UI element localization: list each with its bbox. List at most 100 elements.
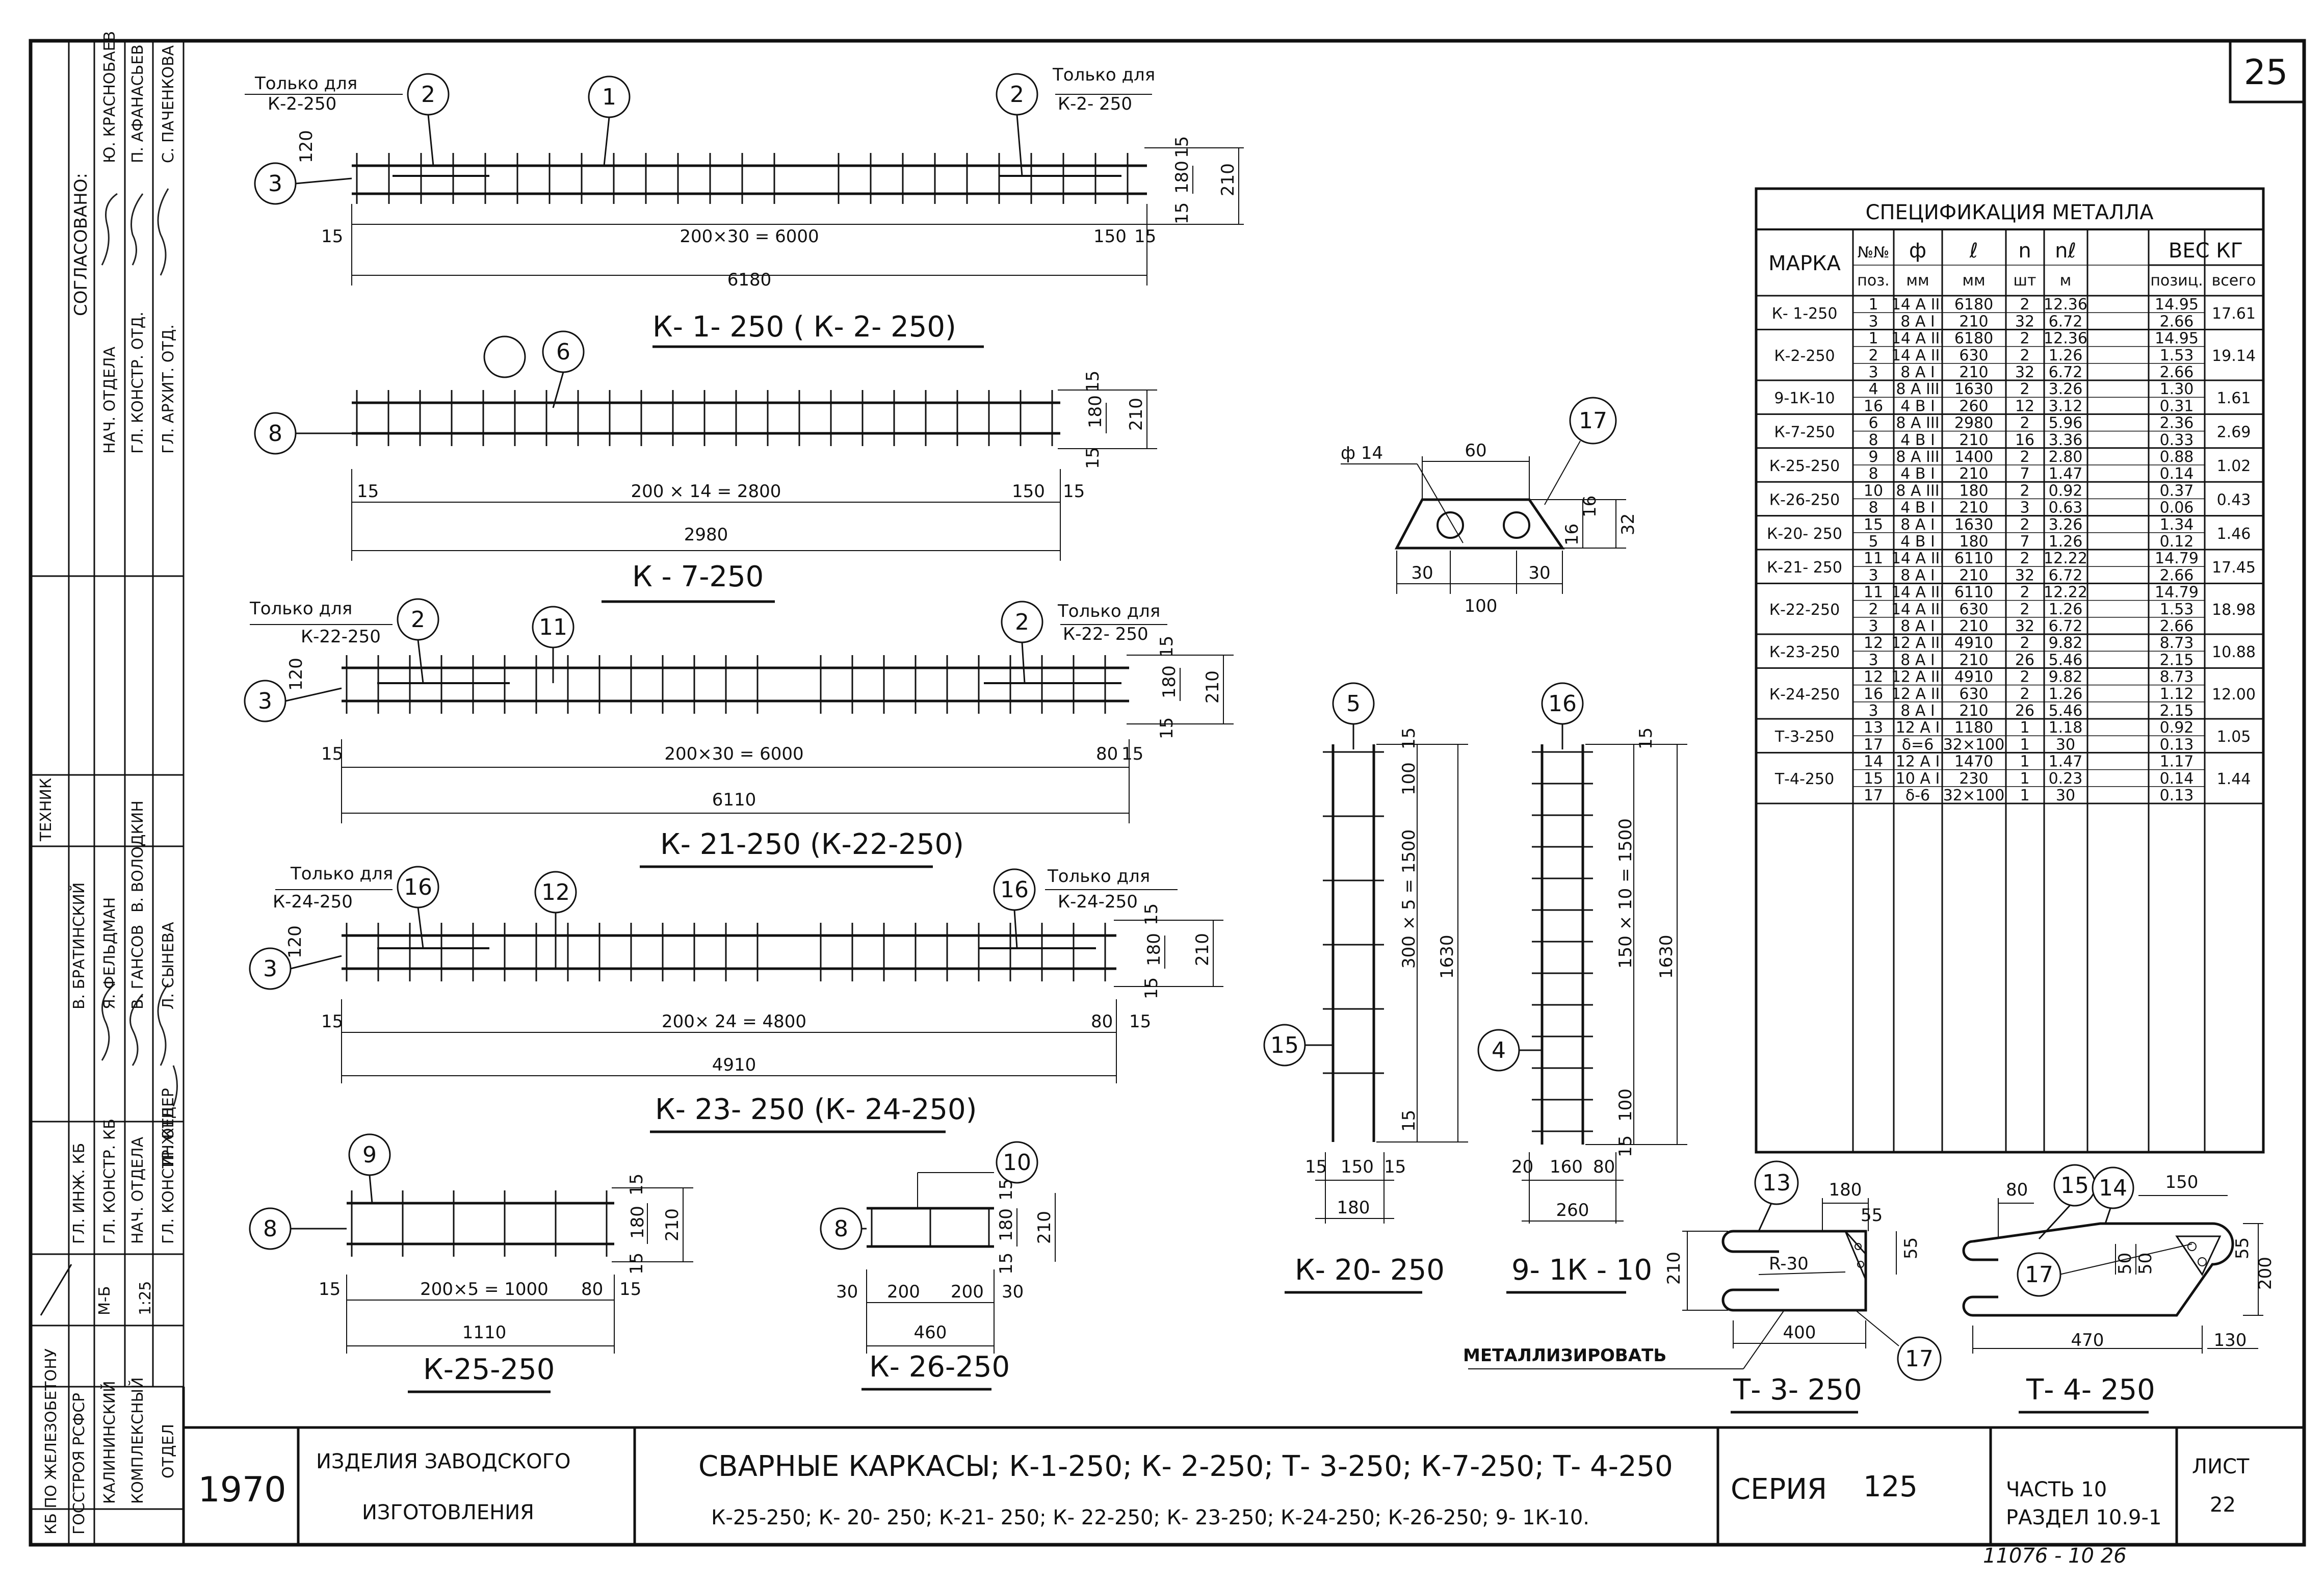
spec-cell: 15 — [1864, 770, 1883, 788]
spec-cell: 2 — [1868, 347, 1878, 365]
k23-only-left: Только для — [290, 864, 393, 884]
spec-header-pos-2: поз. — [1857, 272, 1889, 290]
k21-only-left-mark: К-22-250 — [301, 627, 381, 647]
agreed-name-3: С. ПАЧЕНКОВА — [160, 45, 177, 163]
k23-dim-h4: 15 — [1141, 977, 1162, 999]
k9-pos-2: 4 — [1492, 1037, 1506, 1063]
scale-value: 1:25 — [137, 1281, 154, 1315]
k21-dim-left: 15 — [321, 744, 343, 764]
k1-dim-main: 200×30 = 6000 — [680, 226, 819, 247]
t4-dim-55: 55 — [2232, 1237, 2253, 1259]
spec-cell: 0.33 — [2160, 431, 2194, 449]
spec-cell: 2 — [2020, 516, 2029, 534]
spec-cell: 12 — [2015, 397, 2034, 415]
spec-mark: К-21- 250 — [1767, 559, 1842, 577]
t4-pos-2: 14 — [2099, 1175, 2127, 1201]
k26-dim-4: 30 — [1002, 1282, 1024, 1302]
plate-dim-h2: 16 — [1562, 524, 1582, 546]
spec-cell: 1.18 — [2049, 719, 2083, 737]
plate-phi: ф 14 — [1341, 443, 1383, 463]
k21-dim-h2: 180 — [1159, 665, 1180, 698]
k1-pos-2: 2 — [421, 82, 435, 108]
k1-pos-4: 2 — [1010, 82, 1024, 108]
staff-name-1: В. БРАТИНСКИЙ — [70, 882, 88, 1009]
spec-cell: 210 — [1959, 617, 1988, 635]
k20-dim-v2: 100 — [1399, 762, 1419, 795]
spec-cell: 5 — [1868, 533, 1878, 551]
spec-cell: 1.26 — [2049, 601, 2083, 618]
spec-cell: 6.72 — [2049, 566, 2083, 584]
spec-cell: 2 — [2020, 550, 2029, 567]
k7-dim-right2: 15 — [1063, 481, 1085, 502]
t4-dim-470: 470 — [2071, 1330, 2104, 1351]
spec-cell: 2 — [2020, 668, 2029, 686]
spec-cell: 630 — [1959, 685, 1988, 703]
spec-cell: 210 — [1959, 566, 1988, 584]
spec-cell: 8 А III — [1896, 448, 1939, 466]
k23-pos-2: 16 — [404, 874, 432, 900]
spec-header-weight-pos: позиц. — [2150, 272, 2203, 290]
spec-cell: 0.37 — [2160, 482, 2194, 500]
t3-title: Т- 3- 250 — [1733, 1373, 1862, 1407]
agreed-role-1: НАЧ. ОТДЕЛА — [101, 346, 119, 454]
spec-cell: 8 А I — [1900, 702, 1935, 720]
spec-cell: 8 А I — [1900, 363, 1935, 381]
spec-cell: 14 А III — [1891, 584, 1944, 602]
k7-dim-left: 15 — [357, 481, 379, 502]
k25-dim-h2: 180 — [628, 1206, 648, 1239]
spec-cell: 1 — [2020, 770, 2029, 788]
k26-pos-2: 10 — [1003, 1150, 1031, 1176]
k26-dim-total: 460 — [914, 1322, 947, 1343]
t3-pos-2: 17 — [1905, 1346, 1934, 1372]
spec-cell: 6.72 — [2049, 617, 2083, 635]
t3-pos-1: 13 — [1762, 1170, 1791, 1196]
drawing-k1-250: Только для К-2-250 Только для К-2- 250 2… — [245, 65, 1244, 348]
spec-cell: 6180 — [1954, 296, 1993, 314]
spec-cell: 32 — [2015, 566, 2034, 584]
spec-mark: К-23-250 — [1769, 643, 1840, 661]
k20-dim-v5: 15 — [1399, 1110, 1419, 1132]
spec-cell: 0.14 — [2160, 770, 2194, 788]
k26-pos-1: 8 — [834, 1216, 848, 1242]
k23-only-left-mark: К-24-250 — [273, 892, 353, 912]
tb-series: 125 — [1863, 1470, 1918, 1503]
spec-cell: 2 — [2020, 584, 2029, 602]
spec-cell: 3.26 — [2049, 380, 2083, 398]
spec-cell: 8 А III — [1896, 414, 1939, 432]
tb-series-label: СЕРИЯ — [1731, 1473, 1827, 1506]
k1-dim-h3: 210 — [1218, 163, 1238, 196]
spec-cell: 180 — [1959, 482, 1988, 500]
tb-code: 11076 - 10 26 — [1983, 1544, 2127, 1568]
k23-dim-total: 4910 — [712, 1055, 756, 1075]
k21-pos-2: 2 — [411, 607, 425, 633]
spec-cell: 1630 — [1954, 516, 1993, 534]
k21-dim-120: 120 — [286, 658, 306, 691]
k26-dim-h4: 15 — [996, 1253, 1016, 1275]
spec-mark: К-7-250 — [1774, 424, 1835, 442]
spec-total: 2.69 — [2217, 424, 2251, 442]
spec-cell: 1 — [2020, 787, 2029, 804]
k20-title: К- 20- 250 — [1295, 1254, 1445, 1287]
spec-cell: 2 — [2020, 482, 2029, 500]
spec-total: 17.45 — [2212, 559, 2256, 577]
spec-cell: 12.36 — [2044, 330, 2087, 348]
k21-pos-1: 3 — [258, 688, 272, 714]
t3-dim-55b: 55 — [1901, 1237, 1921, 1259]
spec-cell: 3.36 — [2049, 431, 2083, 449]
k9-dim-v1: 15 — [1636, 728, 1656, 749]
k9-dim-b3: 80 — [1593, 1157, 1615, 1177]
spec-cell: 14.79 — [2155, 550, 2199, 567]
tech-label: ТЕХНИК — [37, 778, 55, 842]
org-line-1: КБ ПО ЖЕЛЕЗОБЕТОНУ — [42, 1348, 60, 1535]
k9-dim-b1: 20 — [1511, 1157, 1533, 1177]
spec-cell: 12 А III — [1891, 685, 1944, 703]
spec-cell: 12 А III — [1891, 668, 1944, 686]
agreed-header: СОГЛАСОВАНО: — [71, 173, 91, 316]
spec-cell: 8 — [1868, 499, 1878, 517]
spec-cell: 1400 — [1954, 448, 1993, 466]
spec-cell: 9.82 — [2049, 668, 2083, 686]
spec-cell: 30 — [2056, 736, 2075, 754]
spec-cell: 1.47 — [2049, 753, 2083, 771]
spec-cell: 1.26 — [2049, 347, 2083, 365]
